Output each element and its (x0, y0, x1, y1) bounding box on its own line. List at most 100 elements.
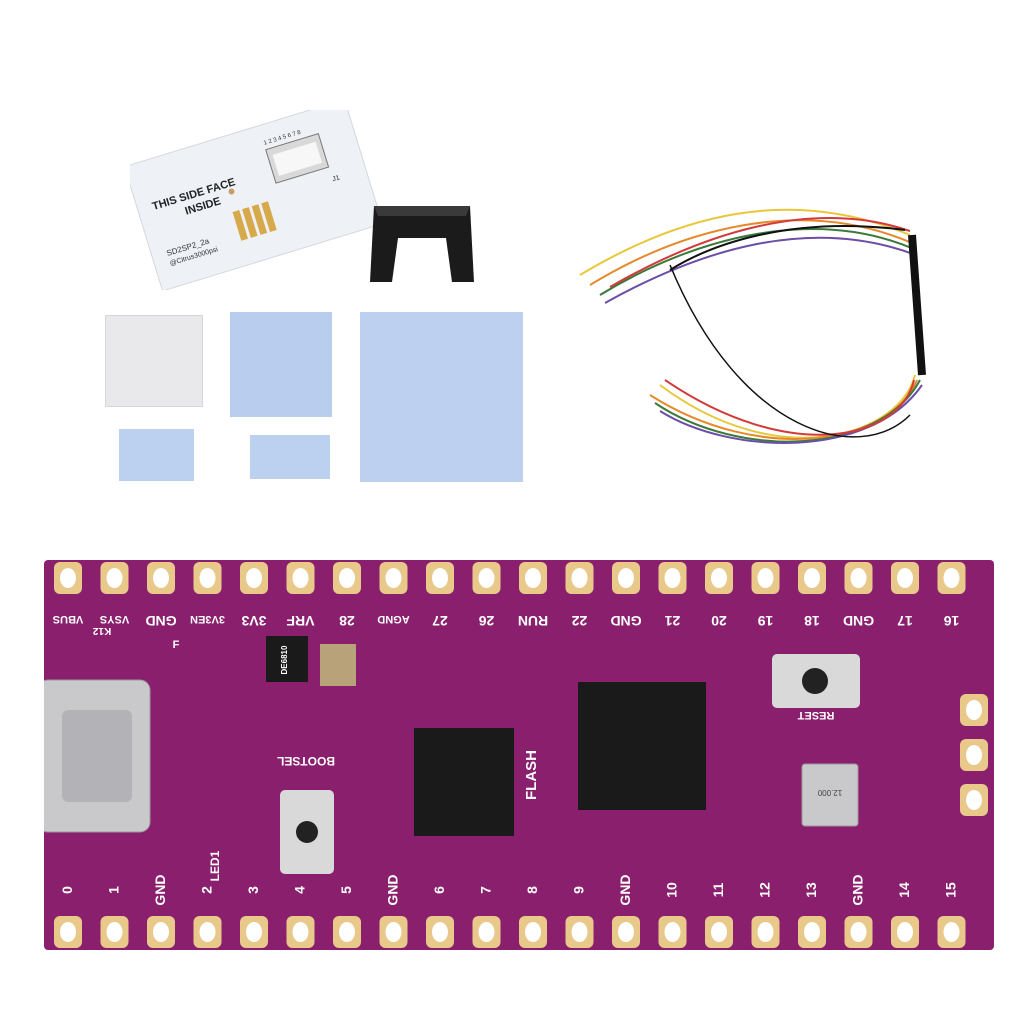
bottom-pad-hole (850, 922, 867, 942)
bottom-pin-label: 10 (664, 882, 680, 898)
bottom-pad-hole (339, 922, 355, 942)
bottom-pad-hole (525, 922, 541, 942)
top-pad-hole (897, 568, 913, 588)
bottom-pad-hole (664, 922, 681, 942)
right-pad-hole (966, 790, 982, 810)
top-pad-hole (153, 568, 169, 588)
top-pad-hole (339, 568, 355, 588)
sd2sp2-adapter-card: THIS SIDE FACE INSIDE SD2SP2_2a @Citrus3… (124, 99, 383, 292)
bottom-pad-hole (385, 922, 402, 942)
top-pin-label: VBUS (53, 613, 84, 625)
bottom-pin-label: 15 (943, 882, 959, 898)
wire-harness (560, 175, 930, 475)
reset-label: RESET (797, 709, 834, 721)
ldo-label: DE6810 (280, 645, 289, 674)
crystal (801, 763, 859, 827)
top-pin-label: 26 (479, 613, 495, 629)
bottom-pad-hole (804, 922, 820, 942)
bottom-pin-label: 4 (292, 886, 308, 894)
thermal-pad-white (105, 315, 203, 407)
bottom-pad-hole (571, 922, 588, 942)
bottom-pin-label: 2 (199, 886, 215, 894)
top-pad-hole (106, 568, 123, 588)
top-pad-hole (943, 568, 960, 588)
top-pad-hole (478, 568, 495, 588)
bottom-pin-label: 0 (59, 886, 75, 894)
top-pin-label: RUN (518, 613, 548, 629)
top-pin-label: 19 (758, 613, 774, 629)
top-pin-label: 16 (944, 613, 960, 629)
bottom-pin-label: GND (152, 874, 168, 905)
thermal-pad-small-2 (250, 435, 330, 479)
top-pin-label: 22 (572, 613, 588, 629)
top-pin-label: 27 (432, 613, 448, 629)
top-pad-hole (571, 568, 588, 588)
top-pin-pads (54, 562, 966, 594)
bottom-pin-label: 7 (478, 886, 494, 894)
top-pin-label: 3V3EN (190, 613, 225, 625)
bottom-pad-hole (618, 922, 634, 942)
adapter-connector-label: J1 (332, 174, 341, 183)
bottom-pin-label: 11 (710, 882, 726, 897)
bottom-pad-hole (711, 922, 727, 942)
bottom-pad-hole (897, 922, 913, 942)
top-pad-hole (385, 568, 402, 588)
top-pad-hole (711, 568, 727, 588)
right-pin-pads (960, 694, 988, 816)
bottom-pad-hole (199, 922, 216, 942)
bottom-pin-label: 14 (896, 882, 912, 898)
bottom-pin-label: GND (617, 874, 633, 905)
top-pin-label: 3V3 (241, 613, 266, 629)
plastic-clip (366, 200, 478, 282)
top-pin-label: 17 (897, 613, 913, 629)
thermal-pad-large (360, 312, 523, 482)
bottom-pin-label: GND (385, 874, 401, 905)
bottom-pad-hole (60, 922, 76, 942)
bottom-pin-label: 5 (338, 886, 354, 894)
bottom-pin-label: 13 (803, 882, 819, 898)
top-pin-label: GND (145, 613, 176, 629)
bottom-pin-label: 12 (757, 882, 773, 898)
bottom-pin-label: GND (850, 874, 866, 905)
bottom-pin-label: 1 (106, 886, 122, 894)
right-pad-hole (966, 700, 982, 720)
bottom-pin-label: 6 (431, 886, 447, 894)
top-pin-label: 18 (804, 613, 820, 629)
bootsel-label: BOOTSEL (277, 754, 335, 768)
top-pad-hole (664, 568, 681, 588)
top-pad-hole (60, 568, 76, 588)
top-pin-label: 20 (711, 613, 727, 629)
bottom-pad-hole (292, 922, 309, 942)
top-pad-hole (850, 568, 867, 588)
top-pin-label: AGND (377, 613, 409, 625)
bottom-pad-hole (153, 922, 169, 942)
flash-label: FLASH (523, 750, 540, 800)
thermal-pad-small-1 (119, 429, 194, 481)
top-pin-label: GND (610, 613, 641, 629)
top-pin-label: 21 (665, 613, 681, 629)
flash-chip (414, 728, 514, 836)
ldo-chip (266, 636, 308, 682)
bottom-pad-hole (432, 922, 448, 942)
diode-label: K12 (92, 625, 111, 636)
rp2040-chip (578, 682, 706, 810)
bottom-pin-pads (54, 916, 966, 948)
top-pad-hole (199, 568, 216, 588)
led-label: LED1 (208, 850, 222, 881)
top-pad-hole (525, 568, 541, 588)
top-pin-label: VSYS (100, 613, 129, 625)
top-pin-label: 28 (339, 613, 355, 629)
bottom-pin-label: 3 (245, 886, 261, 894)
top-pad-hole (804, 568, 820, 588)
top-pad-hole (618, 568, 634, 588)
top-pad-hole (246, 568, 262, 588)
bottom-pad-hole (478, 922, 495, 942)
top-pad-hole (432, 568, 448, 588)
crystal-label: 12.000 (817, 788, 842, 797)
bottom-pad-hole (757, 922, 774, 942)
bottom-pin-label: 8 (524, 886, 540, 894)
right-pad-hole (966, 745, 982, 765)
top-pad-hole (757, 568, 774, 588)
